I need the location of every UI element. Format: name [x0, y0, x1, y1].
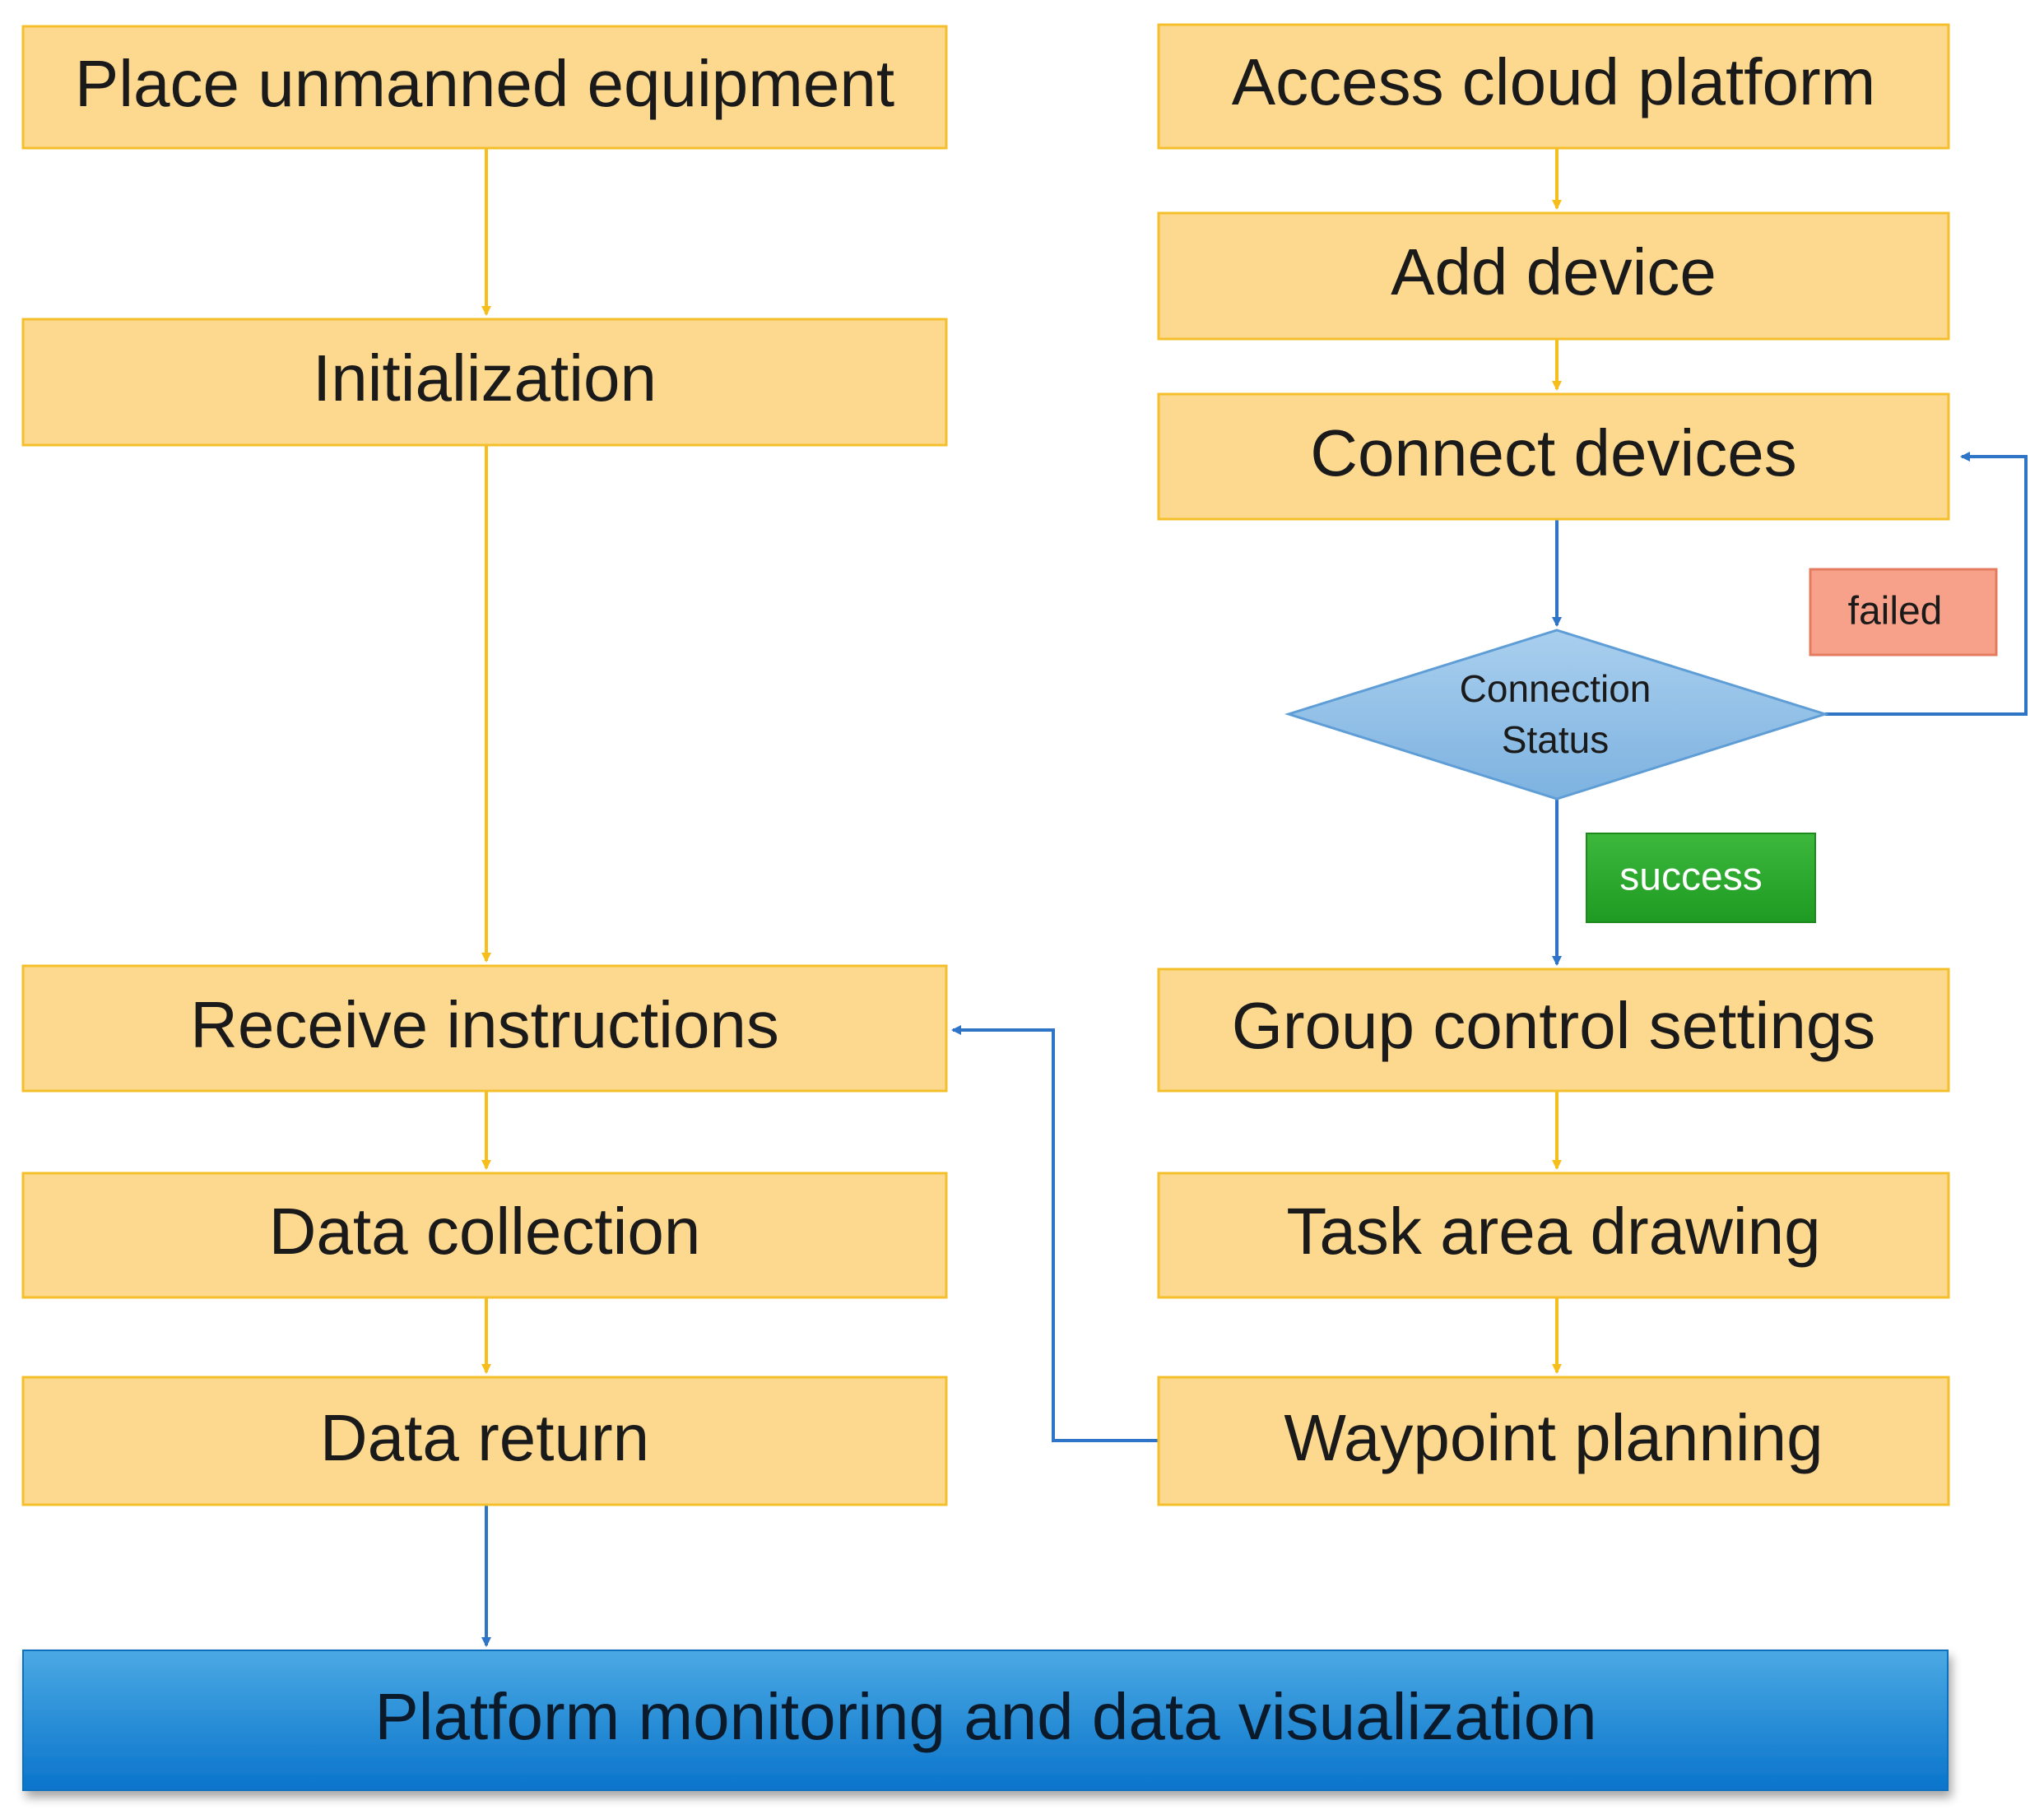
- node-platform-monitoring: Platform monitoring and data visualizati…: [22, 1650, 1949, 1791]
- node-receive-instructions-label: Receive instructions: [190, 988, 779, 1061]
- node-waypoint-planning-label: Waypoint planning: [1284, 1401, 1823, 1474]
- node-data-collection: Data collection: [21, 1172, 948, 1299]
- label-failed: failed: [1809, 568, 1998, 657]
- node-initialization: Initialization: [21, 318, 948, 447]
- node-connection-status: Connection Status: [1284, 629, 1830, 800]
- arrow-waypoint-to-receive: [951, 1025, 1159, 1442]
- label-success: success: [1586, 833, 1816, 923]
- node-add-device-label: Add device: [1391, 235, 1716, 309]
- node-connect-devices: Connect devices: [1157, 392, 1950, 521]
- node-connection-status-line1: Connection: [1460, 667, 1651, 710]
- node-group-control-label: Group control settings: [1232, 989, 1876, 1062]
- node-add-device: Add device: [1157, 211, 1950, 341]
- node-connect-devices-label: Connect devices: [1310, 416, 1796, 490]
- node-place-equipment-label: Place unmanned equipment: [75, 47, 894, 120]
- node-data-return: Data return: [21, 1376, 948, 1506]
- node-data-collection-label: Data collection: [269, 1195, 701, 1268]
- node-access-cloud: Access cloud platform: [1157, 23, 1950, 150]
- node-initialization-label: Initialization: [313, 341, 657, 415]
- node-data-return-label: Data return: [320, 1401, 649, 1474]
- node-connection-status-line2: Status: [1502, 718, 1609, 761]
- node-group-control: Group control settings: [1157, 968, 1950, 1093]
- connectors: [481, 148, 2028, 1647]
- node-place-equipment: Place unmanned equipment: [21, 25, 948, 150]
- node-receive-instructions: Receive instructions: [21, 964, 948, 1093]
- node-task-area-label: Task area drawing: [1286, 1195, 1820, 1268]
- node-access-cloud-label: Access cloud platform: [1232, 45, 1876, 118]
- label-success-text: success: [1619, 856, 1762, 899]
- node-platform-monitoring-label: Platform monitoring and data visualizati…: [374, 1680, 1596, 1753]
- node-waypoint-planning: Waypoint planning: [1157, 1376, 1950, 1506]
- arrow-status-failed-loop: [1825, 452, 2028, 716]
- label-failed-text: failed: [1848, 590, 1943, 633]
- node-task-area: Task area drawing: [1157, 1172, 1950, 1299]
